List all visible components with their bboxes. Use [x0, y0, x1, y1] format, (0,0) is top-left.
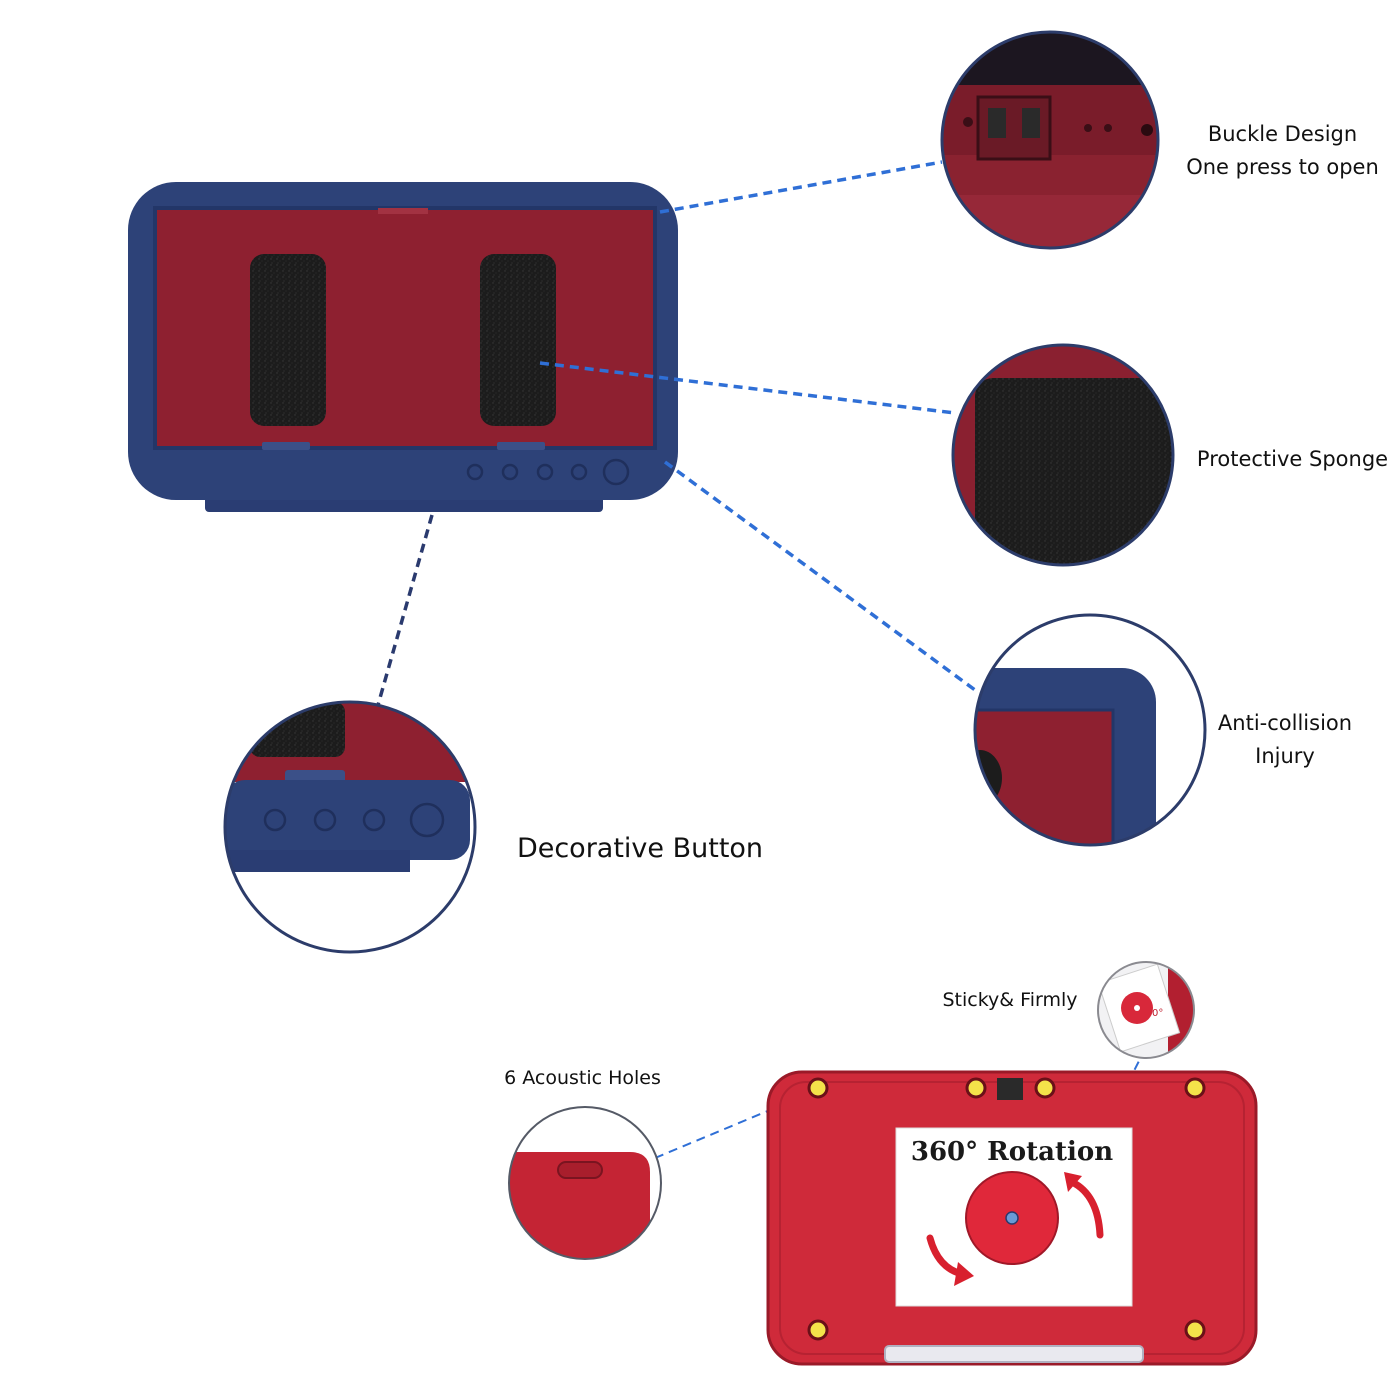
sticky-detail-circle — [1097, 961, 1195, 1059]
decorative-label: Decorative Button — [500, 828, 780, 870]
sponge-label: Protective Sponge — [1190, 443, 1395, 476]
anticollision-detail-circle — [973, 613, 1207, 847]
sponge-pad-right — [480, 254, 556, 426]
anticollision-label-line1: Anti-collision — [1217, 711, 1353, 735]
front-case — [128, 182, 678, 512]
decorative-detail-circle — [223, 700, 477, 954]
acoustic-label-line1: 6 Acoustic Holes — [504, 1067, 661, 1089]
acoustic-hole-icon — [807, 1077, 1206, 1341]
buckle-label-line2: One press to open — [1186, 154, 1379, 179]
sponge-label-line1: Protective Sponge — [1196, 447, 1389, 471]
back-panel — [766, 1070, 1258, 1366]
sticky-label-line1: Sticky& Firmly — [942, 989, 1078, 1011]
buckle-label: Buckle Design One press to open — [1180, 118, 1385, 183]
sticky-label: Sticky& Firmly — [930, 986, 1090, 1015]
acoustic-label: 6 Acoustic Holes — [490, 1064, 675, 1093]
acoustic-detail-circle — [508, 1106, 662, 1260]
sponge-detail-circle — [951, 343, 1175, 567]
decorative-label-line1: Decorative Button — [516, 833, 764, 864]
buckle-label-line1: Buckle Design — [1207, 122, 1358, 146]
buckle-detail-circle — [940, 30, 1160, 250]
anticollision-label: Anti-collision Injury — [1200, 707, 1370, 772]
anticollision-label-line2: Injury — [1255, 743, 1315, 768]
decorative-button-icon — [466, 458, 630, 486]
sponge-pad-left — [250, 254, 326, 426]
